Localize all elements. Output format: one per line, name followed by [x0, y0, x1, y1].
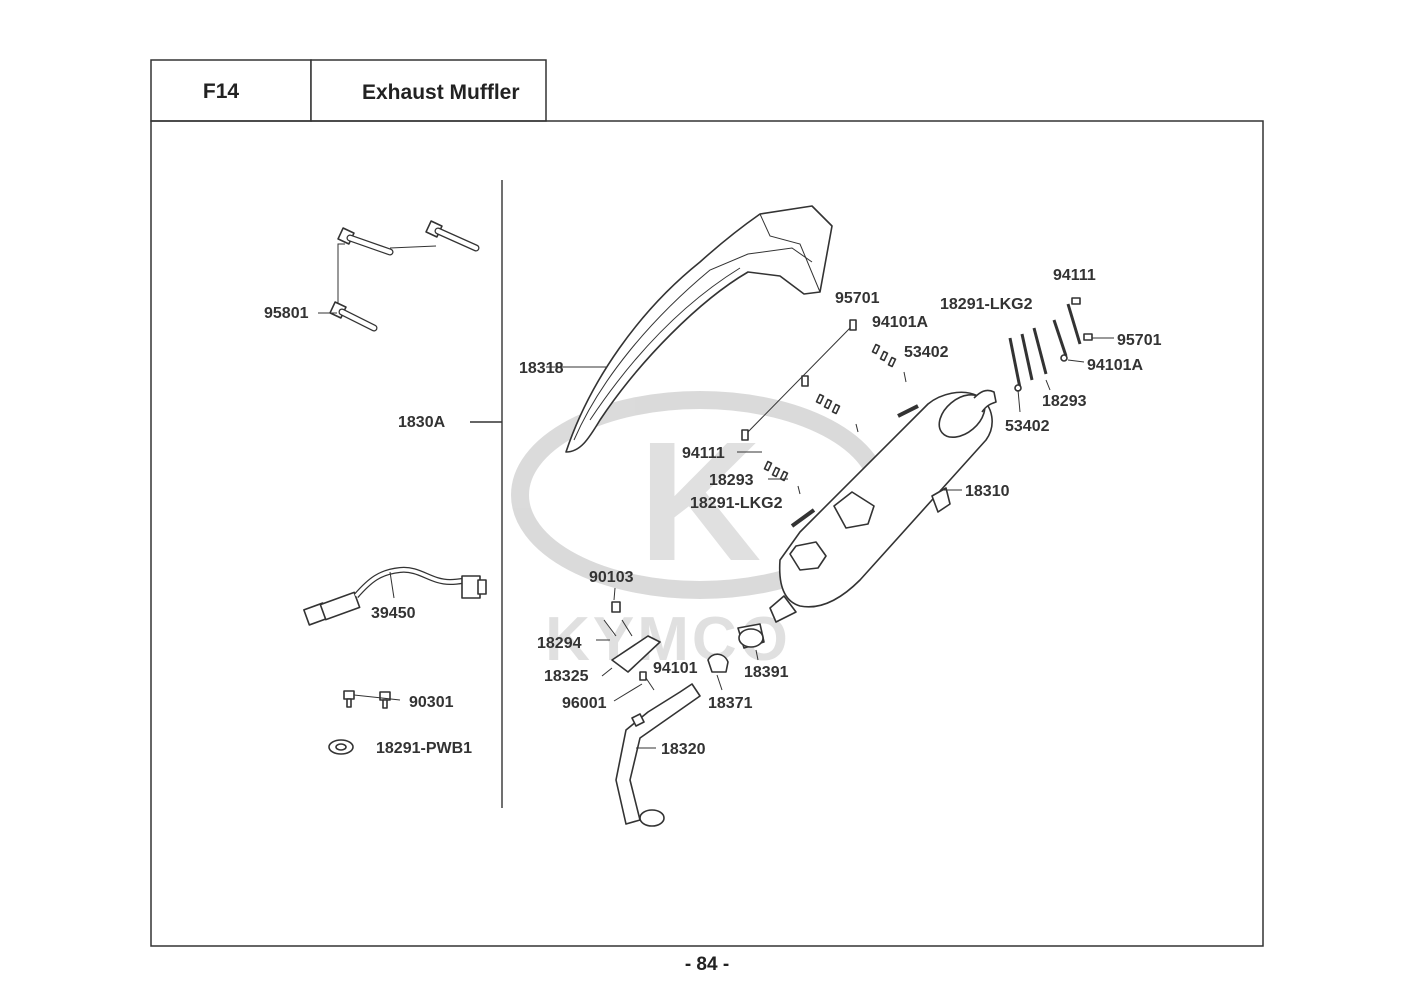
header: F14 Exhaust Muffler	[150, 59, 547, 122]
part-label-18310: 18310	[965, 483, 1010, 500]
bolt-icon	[337, 227, 394, 256]
part-label-18320: 18320	[661, 741, 706, 758]
diagram-frame	[150, 120, 1264, 947]
pipe-clamp-parts	[707, 623, 765, 691]
bolt-icon	[425, 220, 480, 252]
part-label-1830A: 1830A	[398, 414, 446, 431]
clip-pair-90301	[343, 690, 401, 709]
page-title: Exhaust Muffler	[362, 81, 520, 104]
part-label-94111-right: 94111	[1053, 267, 1096, 284]
bracket-hardware-center	[737, 319, 907, 495]
kymco-watermark: K KYMCO	[511, 391, 889, 674]
part-labels: 95801 1830A 39450 90301 18291-PWB1 18318…	[264, 267, 1162, 758]
section-code: F14	[203, 80, 240, 103]
title-box	[310, 59, 547, 122]
exhaust-pipe-18320	[615, 683, 701, 827]
part-label-18291-PWB1: 18291-PWB1	[376, 740, 472, 757]
watermark-k-letter: K	[639, 407, 762, 597]
part-label-94101A-right: 94101A	[1087, 357, 1143, 374]
part-label-39450: 39450	[371, 605, 416, 622]
part-label-18293-right: 18293	[1042, 393, 1087, 410]
part-label-96001: 96001	[562, 695, 607, 712]
bracket-hardware-right	[1008, 297, 1114, 413]
part-label-53402-right: 53402	[1005, 418, 1050, 435]
part-label-53402: 53402	[904, 344, 949, 361]
gasket-18291-PWB1	[328, 739, 354, 755]
part-label-18325: 18325	[544, 668, 589, 685]
bolt-group-95801	[318, 220, 480, 332]
o2-sensor-39450	[303, 566, 487, 626]
part-label-90301: 90301	[409, 694, 454, 711]
part-label-18294: 18294	[537, 635, 582, 652]
part-label-18291-LKG2: 18291-LKG2	[690, 495, 783, 512]
part-label-94101: 94101	[653, 660, 698, 677]
section-code-box	[150, 59, 312, 122]
part-label-94101A: 94101A	[872, 314, 928, 331]
part-label-18371: 18371	[708, 695, 753, 712]
part-label-95801: 95801	[264, 305, 309, 322]
bolt-icon	[329, 301, 378, 332]
part-label-18291-LKG2-right: 18291-LKG2	[940, 296, 1033, 313]
part-label-18391: 18391	[744, 664, 789, 681]
muffler-18310	[769, 389, 997, 623]
part-label-95701: 95701	[835, 290, 880, 307]
heat-guard-parts	[596, 587, 661, 702]
part-label-18318: 18318	[519, 360, 564, 377]
part-label-18293: 18293	[709, 472, 754, 489]
heat-shield-18318	[546, 205, 833, 453]
part-label-90103: 90103	[589, 569, 634, 586]
page-number: - 84 -	[685, 954, 729, 975]
part-label-95701-right: 95701	[1117, 332, 1162, 349]
part-label-94111: 94111	[682, 445, 725, 462]
